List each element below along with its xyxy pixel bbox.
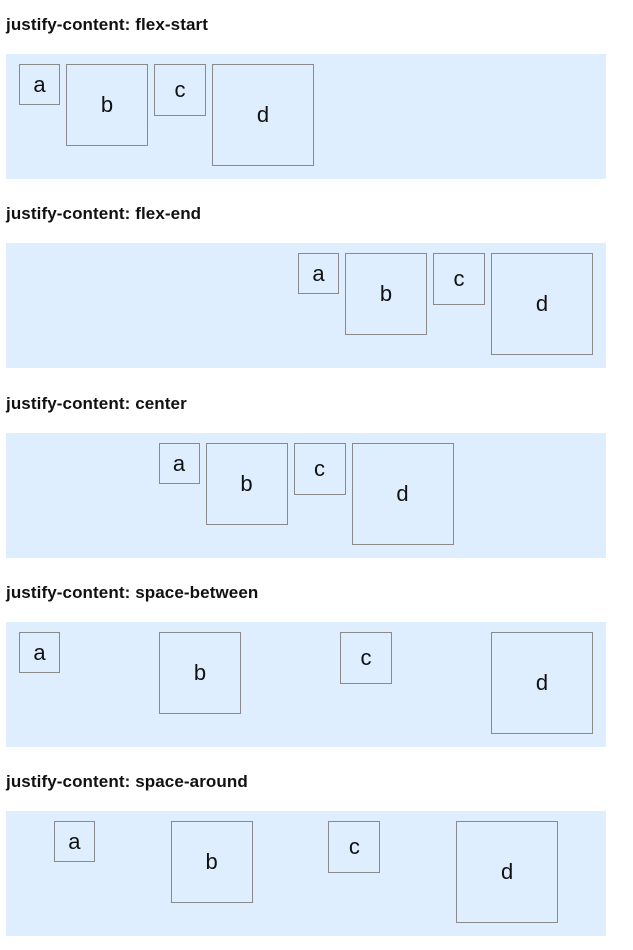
flex-item-d: d	[351, 443, 454, 545]
flex-container: a b c d	[6, 243, 606, 368]
flex-container: a b c d	[6, 54, 606, 179]
flex-item-d: d	[212, 64, 314, 166]
flex-container: a b c d	[6, 433, 606, 558]
flex-item-a: a	[19, 64, 60, 105]
flex-container: a b c d	[6, 811, 606, 936]
flex-item-c: c	[340, 632, 392, 684]
flex-item-a: a	[53, 821, 95, 862]
flex-item-a: a	[158, 443, 200, 484]
flex-item-c: c	[154, 64, 206, 116]
flex-item-b: b	[205, 443, 288, 525]
flex-item-d: d	[491, 253, 593, 355]
flex-item-b: b	[66, 64, 148, 146]
flex-item-b: b	[170, 821, 253, 903]
flex-item-c: c	[433, 253, 485, 305]
flex-container: a b c d	[6, 622, 606, 747]
flex-item-c: c	[293, 443, 346, 495]
flex-item-a: a	[19, 632, 60, 673]
section-title: justify-content: flex-end	[6, 204, 202, 223]
flex-item-c: c	[328, 821, 381, 873]
flex-item-d: d	[491, 632, 593, 734]
flex-item-b: b	[345, 253, 427, 335]
flex-item-d: d	[456, 821, 559, 923]
flex-item-b: b	[159, 632, 241, 714]
section-title: justify-content: flex-start	[6, 15, 208, 34]
flex-item-a: a	[298, 253, 339, 294]
section-title: justify-content: space-around	[6, 772, 248, 791]
section-title: justify-content: space-between	[6, 583, 259, 602]
section-title: justify-content: center	[6, 394, 187, 413]
